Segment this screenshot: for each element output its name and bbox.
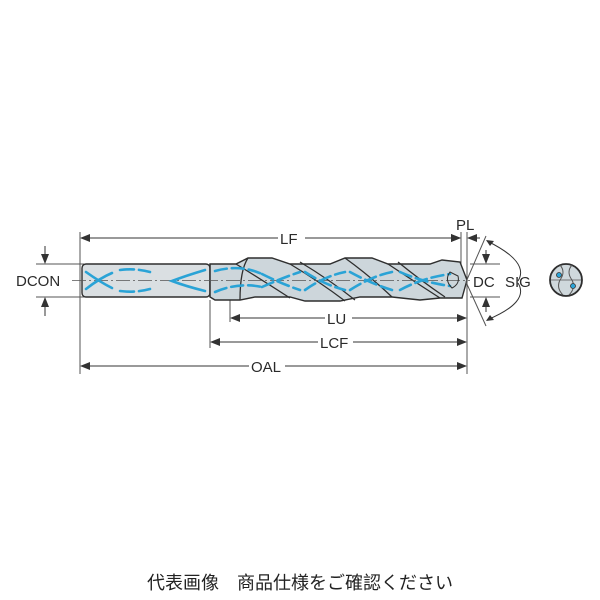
sig-dimension: SIG <box>465 235 531 327</box>
lf-label: LF <box>280 231 298 248</box>
drill-end-view <box>549 263 583 297</box>
lf-dimension: LF <box>80 231 461 248</box>
extension-lines <box>36 232 500 374</box>
pl-dimension: PL <box>448 217 480 242</box>
lu-label: LU <box>327 311 346 328</box>
drill-flutes <box>209 257 468 302</box>
oal-label: OAL <box>251 359 281 376</box>
dcon-dimension: DCON <box>16 246 60 316</box>
lu-dimension: LU <box>230 311 467 328</box>
oal-dimension: OAL <box>80 359 467 376</box>
dc-label: DC <box>473 274 495 291</box>
drill-body <box>72 257 470 302</box>
coolant-channels <box>84 266 452 294</box>
pl-label: PL <box>456 217 474 234</box>
dc-dimension: DC <box>473 250 495 312</box>
image-disclaimer-caption: 代表画像 商品仕様をご確認ください <box>147 573 453 594</box>
sig-label: SIG <box>505 274 531 291</box>
lcf-dimension: LCF <box>210 335 467 352</box>
lcf-label: LCF <box>320 335 348 352</box>
dcon-label: DCON <box>16 273 60 290</box>
